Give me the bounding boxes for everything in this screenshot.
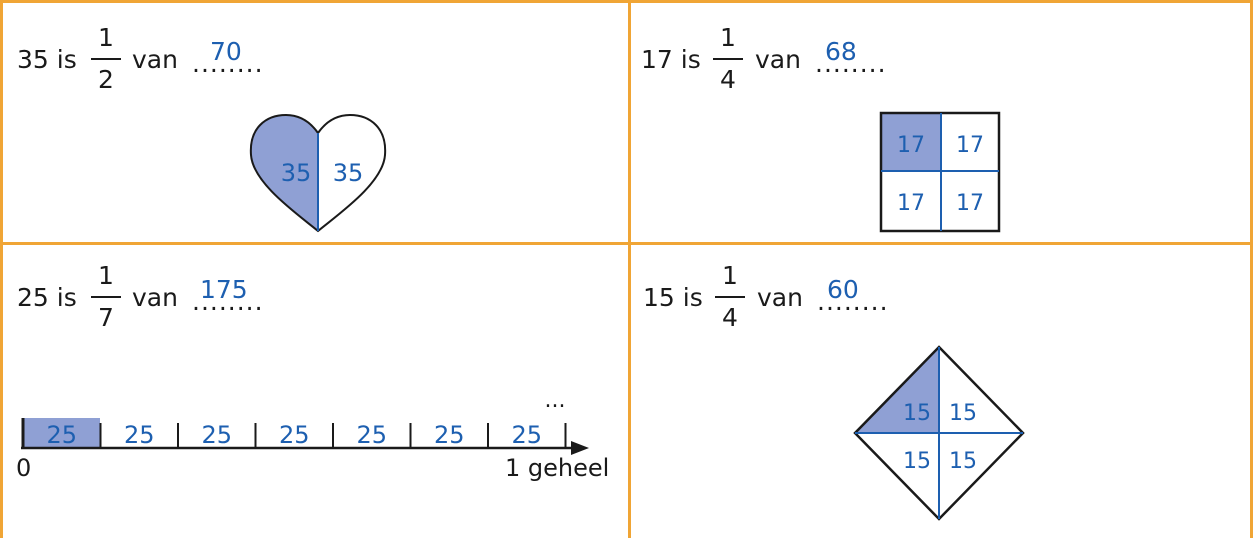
diamond-label-bl: 15 <box>903 449 931 474</box>
heart-label-right: 35 <box>333 159 364 187</box>
square-label-tr: 17 <box>956 133 984 158</box>
heart-figure: 35 35 <box>249 113 387 233</box>
statement-prefix: 17 is <box>641 45 701 74</box>
answer-value: 70 <box>210 37 242 66</box>
statement-prefix: 35 is <box>17 45 77 74</box>
answer-value: 68 <box>825 37 857 66</box>
answer-value: 175 <box>200 275 248 304</box>
fraction-numerator: 1 <box>98 23 114 52</box>
number-line-segment-label: 25 <box>511 421 542 449</box>
number-line-figure: 25 25 25 25 25 25 25 ... 0 1 geheel <box>16 388 609 482</box>
fraction-numerator: 1 <box>720 23 736 52</box>
fraction-numerator: 1 <box>98 261 114 290</box>
statement-van: van <box>132 45 178 74</box>
fraction-numerator: 1 <box>722 261 738 290</box>
fraction-bar <box>713 58 743 60</box>
number-line-segment-label: 25 <box>124 421 155 449</box>
answer-dots: ........ <box>815 49 887 78</box>
border-left <box>0 0 3 538</box>
diamond-figure: 15 15 15 15 <box>853 345 1025 521</box>
number-line-segment-label: 25 <box>356 421 387 449</box>
square-label-br: 17 <box>956 191 984 216</box>
statement-van: van <box>132 283 178 312</box>
fraction-denominator: 4 <box>722 303 738 332</box>
border-right <box>1250 0 1253 538</box>
diamond-label-tr: 15 <box>949 401 977 426</box>
number-line-segment-label: 25 <box>434 421 465 449</box>
fraction-denominator: 2 <box>98 65 114 94</box>
square-figure: 17 17 17 17 <box>879 111 1001 233</box>
fraction-bar <box>91 296 121 298</box>
number-line-ellipsis: ... <box>545 388 566 413</box>
statement-prefix: 25 is <box>17 283 77 312</box>
number-line-end-label: 1 geheel <box>505 454 609 482</box>
square-label-bl: 17 <box>897 191 925 216</box>
border-center <box>628 0 631 538</box>
fraction-bar <box>91 58 121 60</box>
border-middle <box>0 242 1253 245</box>
square-shaded-quarter <box>881 113 941 171</box>
answer-dots: ........ <box>192 287 264 316</box>
fraction-denominator: 7 <box>98 303 114 332</box>
number-line-segment-label: 25 <box>201 421 232 449</box>
number-line-start-label: 0 <box>16 454 31 482</box>
answer-dots: ........ <box>192 49 264 78</box>
number-line-shaded-segment <box>23 418 100 448</box>
fraction-bar <box>715 296 745 298</box>
number-line-arrow <box>571 441 589 455</box>
number-line-segment-label: 25 <box>279 421 310 449</box>
cell-diamond: 15 is 1 4 van ........ 60 15 15 15 15 <box>631 245 1250 538</box>
cell-heart: 35 is 1 2 van ........ 70 35 35 <box>3 3 628 242</box>
number-line-labels: 25 25 25 25 25 25 25 <box>46 421 542 449</box>
border-top <box>0 0 1253 3</box>
diamond-label-tl: 15 <box>903 401 931 426</box>
statement-van: van <box>757 283 803 312</box>
number-line-segment-label: 25 <box>46 421 77 449</box>
heart-left-shaded <box>250 115 318 231</box>
diamond-label-br: 15 <box>949 449 977 474</box>
square-label-tl: 17 <box>897 133 925 158</box>
fraction-denominator: 4 <box>720 65 736 94</box>
statement-van: van <box>755 45 801 74</box>
answer-dots: ........ <box>817 287 889 316</box>
answer-value: 60 <box>827 275 859 304</box>
heart-label-left: 35 <box>281 159 312 187</box>
cell-square: 17 is 1 4 van ........ 68 17 17 17 17 <box>631 3 1250 242</box>
statement-prefix: 15 is <box>643 283 703 312</box>
number-line-ticks <box>99 423 567 448</box>
